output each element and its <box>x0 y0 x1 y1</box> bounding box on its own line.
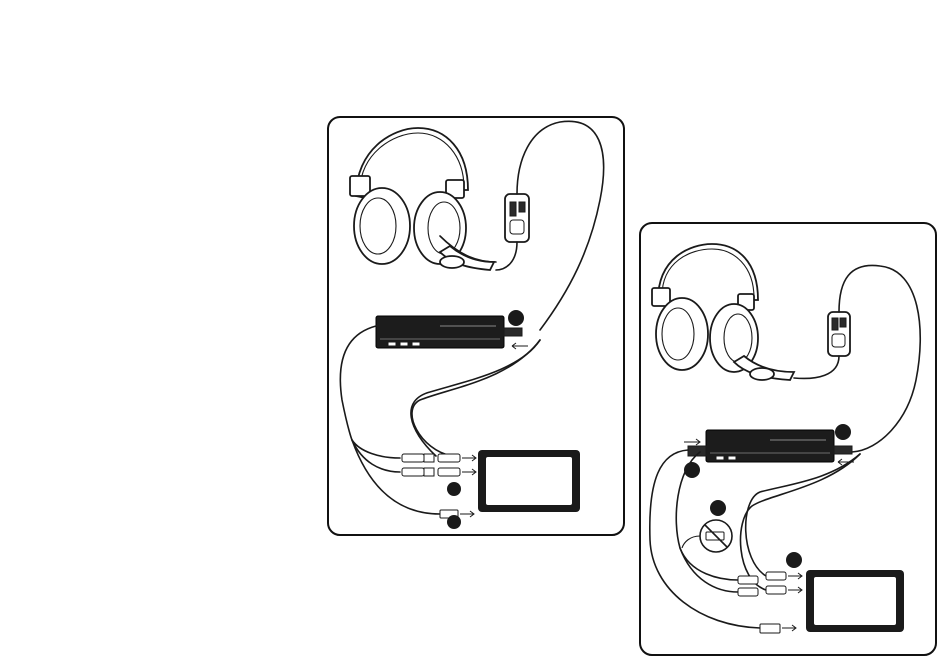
game-console-icon <box>684 430 854 465</box>
panel-right <box>640 223 936 655</box>
optical-plug-crossed-icon <box>700 520 732 552</box>
step-marker <box>447 515 461 529</box>
tv-icon <box>478 450 580 512</box>
step-marker <box>835 424 851 440</box>
tv-icon <box>806 570 904 632</box>
step-marker <box>447 482 461 496</box>
step-marker <box>786 552 802 568</box>
step-marker <box>508 310 524 326</box>
panel-left <box>328 117 624 535</box>
step-marker <box>710 500 726 516</box>
